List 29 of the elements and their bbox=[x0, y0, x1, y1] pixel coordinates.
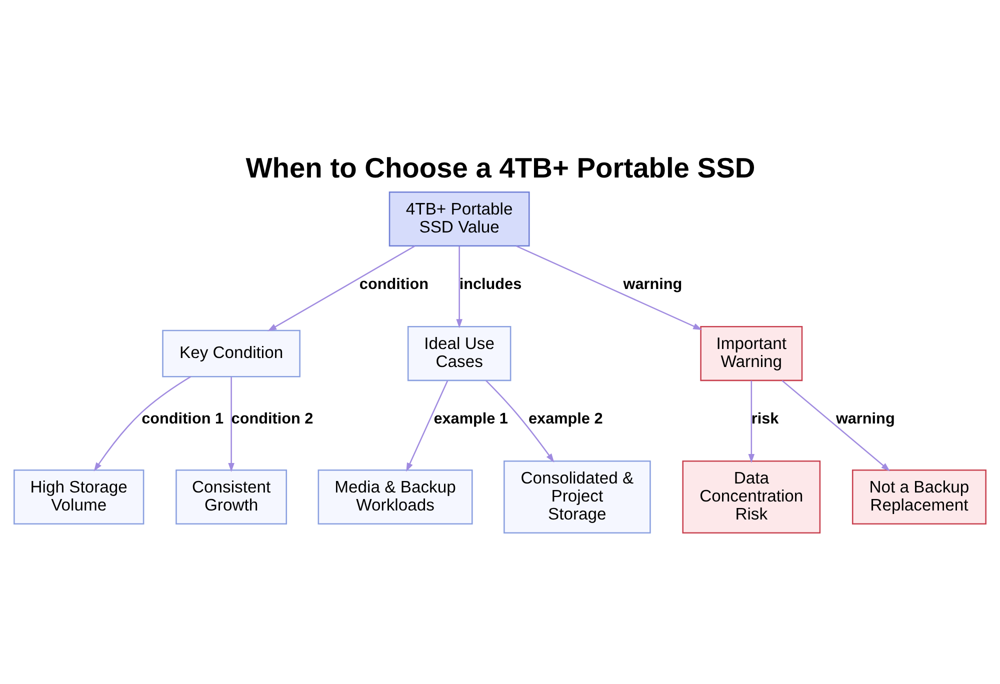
edge-label: condition 2 bbox=[231, 410, 314, 428]
arrow bbox=[516, 245, 702, 330]
arrow bbox=[406, 380, 448, 472]
node-box: Key Condition bbox=[162, 330, 300, 378]
arrow bbox=[94, 376, 192, 472]
arrow bbox=[228, 376, 234, 472]
edge-label: condition 1 bbox=[142, 410, 224, 428]
node-box: Not a Backup Replacement bbox=[852, 469, 986, 525]
edge-label: includes bbox=[459, 276, 522, 293]
node-box: Data Concentration Risk bbox=[682, 460, 821, 534]
edge-label: warning bbox=[623, 276, 682, 293]
edge-label: risk bbox=[751, 410, 779, 428]
node-box: Ideal Use Cases bbox=[407, 326, 512, 382]
node-box: Media & Backup Workloads bbox=[318, 469, 473, 525]
diagram-title: When to Choose a 4TB+ Portable SSD bbox=[246, 152, 756, 184]
arrow bbox=[748, 380, 755, 463]
node-box: Important Warning bbox=[700, 326, 803, 382]
node-box: Consolidated & Project Storage bbox=[504, 460, 651, 534]
arrow bbox=[485, 380, 554, 462]
node-box: High Storage Volume bbox=[14, 469, 144, 525]
edge-label: condition bbox=[359, 276, 429, 293]
arrow bbox=[268, 246, 416, 332]
node-box: 4TB+ Portable SSD Value bbox=[388, 191, 530, 247]
node-box: Consistent Growth bbox=[176, 469, 288, 525]
arrow bbox=[456, 246, 462, 328]
arrow bbox=[782, 380, 890, 472]
edge-label: example 1 bbox=[434, 410, 508, 428]
edge-label: warning bbox=[836, 410, 895, 428]
edge-label: example 2 bbox=[528, 410, 603, 428]
